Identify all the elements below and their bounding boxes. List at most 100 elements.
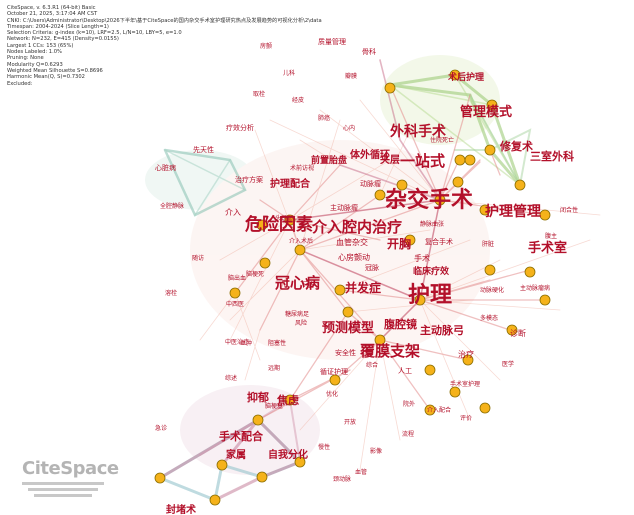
- keyword-label: 护理: [408, 282, 452, 308]
- keyword-node: [524, 266, 536, 278]
- keyword-label: 护理配合: [270, 177, 311, 190]
- keyword-node: [374, 189, 386, 201]
- keyword-label: 主动脉瘤: [330, 203, 358, 212]
- keyword-label: 腹主: [545, 232, 557, 240]
- keyword-label: 血管杂交: [336, 237, 368, 247]
- keyword-label: 并发症: [345, 280, 381, 295]
- keyword-label: 骨科: [362, 47, 376, 56]
- keyword-label: 心内: [343, 124, 355, 132]
- keyword-label: 慢性: [318, 443, 330, 451]
- keyword-label: 质量管理: [318, 37, 346, 46]
- info-line: Selection Criteria: g-index (k=10), LRF=…: [7, 30, 182, 37]
- keyword-label: 诊断: [510, 328, 526, 338]
- keyword-label: 心脏病: [155, 163, 176, 172]
- info-line: Modularity Q=0.6293: [7, 61, 63, 68]
- keyword-label: 护理管理: [485, 203, 541, 220]
- keyword-node: [424, 364, 436, 376]
- keyword-node: [154, 472, 166, 484]
- keyword-node: [479, 204, 491, 216]
- keyword-label: 全腔静脉: [160, 202, 184, 210]
- keyword-label: 颈动脉: [333, 475, 351, 483]
- keyword-label: 主动脉瘤病: [520, 284, 550, 292]
- keyword-label: 瓣膜: [345, 72, 357, 80]
- keyword-label: 介入腔内治疗: [311, 218, 402, 236]
- keyword-node: [342, 306, 354, 318]
- keyword-node: [259, 257, 271, 269]
- keyword-label: 主动脉弓: [420, 323, 464, 337]
- logo-shelf: [34, 494, 92, 497]
- keyword-label: 人工: [398, 367, 412, 375]
- keyword-label: 先天性: [193, 145, 214, 154]
- keyword-label: 血管: [355, 468, 367, 476]
- info-line: October 21, 2025, 3:17:04 AM CST: [7, 11, 98, 18]
- info-line: CNKI: C:\Users\Administrator\Desktop\202…: [7, 17, 322, 24]
- keyword-label: 夹层: [380, 153, 400, 166]
- keyword-node: [539, 294, 551, 306]
- keyword-node: [374, 334, 386, 346]
- keyword-label: 腹腔镜: [384, 317, 417, 331]
- citespace-logo: CiteSpace: [16, 458, 119, 498]
- keyword-label: 肝脏: [482, 240, 494, 248]
- keyword-label: 前置胎盘: [311, 154, 347, 166]
- keyword-label: 外科手术: [390, 123, 446, 140]
- keyword-label: 住院死亡: [430, 136, 454, 144]
- info-line: Largest 1 CCs: 153 (65%): [7, 42, 74, 49]
- keyword-label: 介入: [225, 208, 241, 217]
- keyword-label: 综合: [366, 361, 378, 369]
- keyword-label: 脑出血: [228, 274, 246, 282]
- keyword-label: 介入配合: [427, 406, 451, 414]
- keyword-label: 静脉曲张: [420, 220, 444, 228]
- keyword-label: 疗效分析: [226, 123, 254, 132]
- keyword-label: 治疗方案: [235, 175, 263, 184]
- logo-wordmark: CiteSpace: [22, 458, 119, 479]
- logo-shelf: [22, 482, 104, 485]
- keyword-label: 术后护理: [447, 71, 484, 83]
- keyword-label: 闭合性: [560, 206, 578, 214]
- keyword-label: 手术: [414, 253, 430, 263]
- keyword-label: 头颈部: [275, 214, 293, 222]
- keyword-label: 房颤: [260, 42, 272, 50]
- keyword-label: 远期: [268, 364, 280, 372]
- keyword-node: [384, 82, 396, 94]
- keyword-label: 院外: [403, 400, 415, 408]
- keyword-node: [256, 219, 268, 231]
- keyword-node: [462, 354, 474, 366]
- info-line: CiteSpace, v. 6.3.R1 (64-bit) Basic: [7, 5, 96, 11]
- keyword-label: 动脉硬化: [480, 286, 504, 294]
- info-line: Excluded:: [7, 80, 33, 87]
- keyword-label: 冠脉: [365, 263, 379, 272]
- keyword-label: 风险: [295, 319, 307, 327]
- info-line: Weighted Mean Silhouette S=0.8696: [7, 67, 103, 74]
- keyword-node: [229, 287, 241, 299]
- keyword-node: [252, 414, 264, 426]
- info-line: Timespan: 2004-2024 (Slice Length=1): [7, 23, 109, 30]
- keyword-label: 肺癌: [318, 114, 330, 122]
- keyword-label: 优化: [326, 390, 338, 398]
- keyword-label: 糖尿病足: [285, 310, 309, 318]
- keyword-label: 体外循环: [350, 148, 390, 161]
- network-summary: CiteSpace, v. 6.3.R1 (64-bit) Basic Octo…: [7, 5, 322, 87]
- keyword-label: 危险因素: [244, 214, 313, 235]
- keyword-label: 多模态: [480, 314, 498, 322]
- keyword-label: 杂交手术: [385, 187, 473, 213]
- keyword-label: 手术室: [528, 240, 567, 256]
- keyword-label: 家属: [226, 448, 246, 461]
- logo-shelf: [28, 488, 98, 491]
- keyword-node: [284, 214, 296, 226]
- keyword-label: 开胸: [387, 236, 411, 251]
- keyword-label: 术前访视: [290, 164, 314, 172]
- keyword-label: 治疗: [458, 349, 474, 359]
- keyword-label: 焦虑: [276, 393, 299, 407]
- keyword-label: 溶栓: [165, 289, 177, 297]
- keyword-label: 中医治疗: [225, 338, 249, 346]
- keyword-node: [404, 234, 416, 246]
- keyword-label: 冠心病: [275, 274, 320, 292]
- keyword-label: 循证护理: [320, 367, 348, 376]
- network-nodes: [154, 69, 551, 506]
- keyword-node: [454, 154, 466, 166]
- keyword-label: 手术配合: [219, 429, 264, 443]
- keyword-label: 介入术后: [289, 237, 313, 245]
- keyword-node: [256, 471, 268, 483]
- keyword-node: [414, 294, 426, 306]
